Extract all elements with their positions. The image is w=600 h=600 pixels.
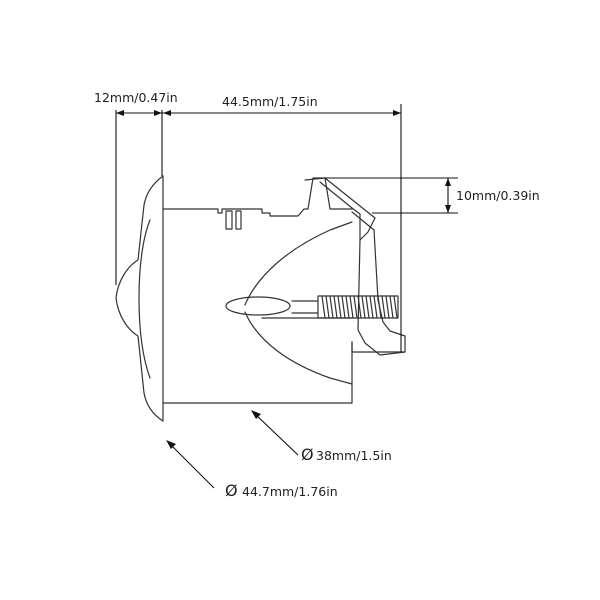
- screw-thread: [361, 295, 366, 319]
- arrow-tab-bottom: [445, 205, 451, 213]
- screw-thread: [357, 295, 362, 319]
- cam-upper: [244, 221, 353, 306]
- screw-thread: [329, 295, 334, 319]
- screw-thread: [365, 295, 370, 319]
- slot-left: [225, 210, 233, 230]
- arrow-body-diameter: [251, 410, 261, 419]
- arrow-flange-right: [154, 110, 162, 116]
- screw-thread: [337, 295, 342, 319]
- label-flange-diameter: 44.7mm/1.76in: [242, 484, 338, 499]
- leader-line-flange-diameter: [167, 441, 215, 489]
- cylinder-body: [162, 177, 353, 217]
- tailpiece-bracket: [351, 341, 406, 353]
- screw-thread: [349, 295, 354, 319]
- threaded-screw: [291, 295, 399, 319]
- flange-inner-curve: [138, 219, 151, 379]
- lock-cylinder-outline: [115, 175, 406, 422]
- label-body-diameter: 38mm/1.5in: [316, 448, 392, 463]
- arrow-body-left: [163, 110, 171, 116]
- arrow-flange-diameter: [166, 440, 176, 449]
- arrow-body-right: [393, 110, 401, 116]
- dimension-lines: [115, 104, 458, 489]
- screw-thread: [333, 295, 338, 319]
- screw-thread: [353, 295, 358, 319]
- screw-thread: [369, 295, 374, 319]
- screw-thread: [389, 295, 394, 319]
- mounting-tab-inner: [319, 181, 361, 241]
- label-body-length: 44.5mm/1.75in: [222, 94, 318, 109]
- screw-thread: [373, 295, 378, 319]
- screw-thread: [385, 295, 390, 319]
- keyway: [225, 296, 291, 316]
- screw-thread: [345, 295, 350, 319]
- label-flange-thickness: 12mm/0.47in: [94, 90, 178, 105]
- mounting-tab: [304, 177, 406, 356]
- arrow-flange-left: [116, 110, 124, 116]
- screw-thread: [381, 295, 386, 319]
- cam-lower: [244, 311, 353, 385]
- arrow-tab-top: [445, 178, 451, 186]
- screw-thread: [393, 295, 398, 319]
- cylinder-body-bottom: [162, 341, 353, 404]
- slot-right: [235, 210, 242, 230]
- leader-line-body-diameter: [252, 411, 299, 456]
- dimension-labels: 12mm/0.47in 44.5mm/1.75in 10mm/0.39in Ø …: [94, 90, 540, 500]
- diameter-symbol-body: Ø: [301, 445, 314, 464]
- screw-thread: [321, 295, 326, 319]
- label-tab-height: 10mm/0.39in: [456, 188, 540, 203]
- flange-bezel: [115, 175, 164, 422]
- screw-thread: [377, 295, 382, 319]
- screw-thread: [325, 295, 330, 319]
- diameter-symbol-flange: Ø: [225, 481, 238, 500]
- screw-thread: [341, 295, 346, 319]
